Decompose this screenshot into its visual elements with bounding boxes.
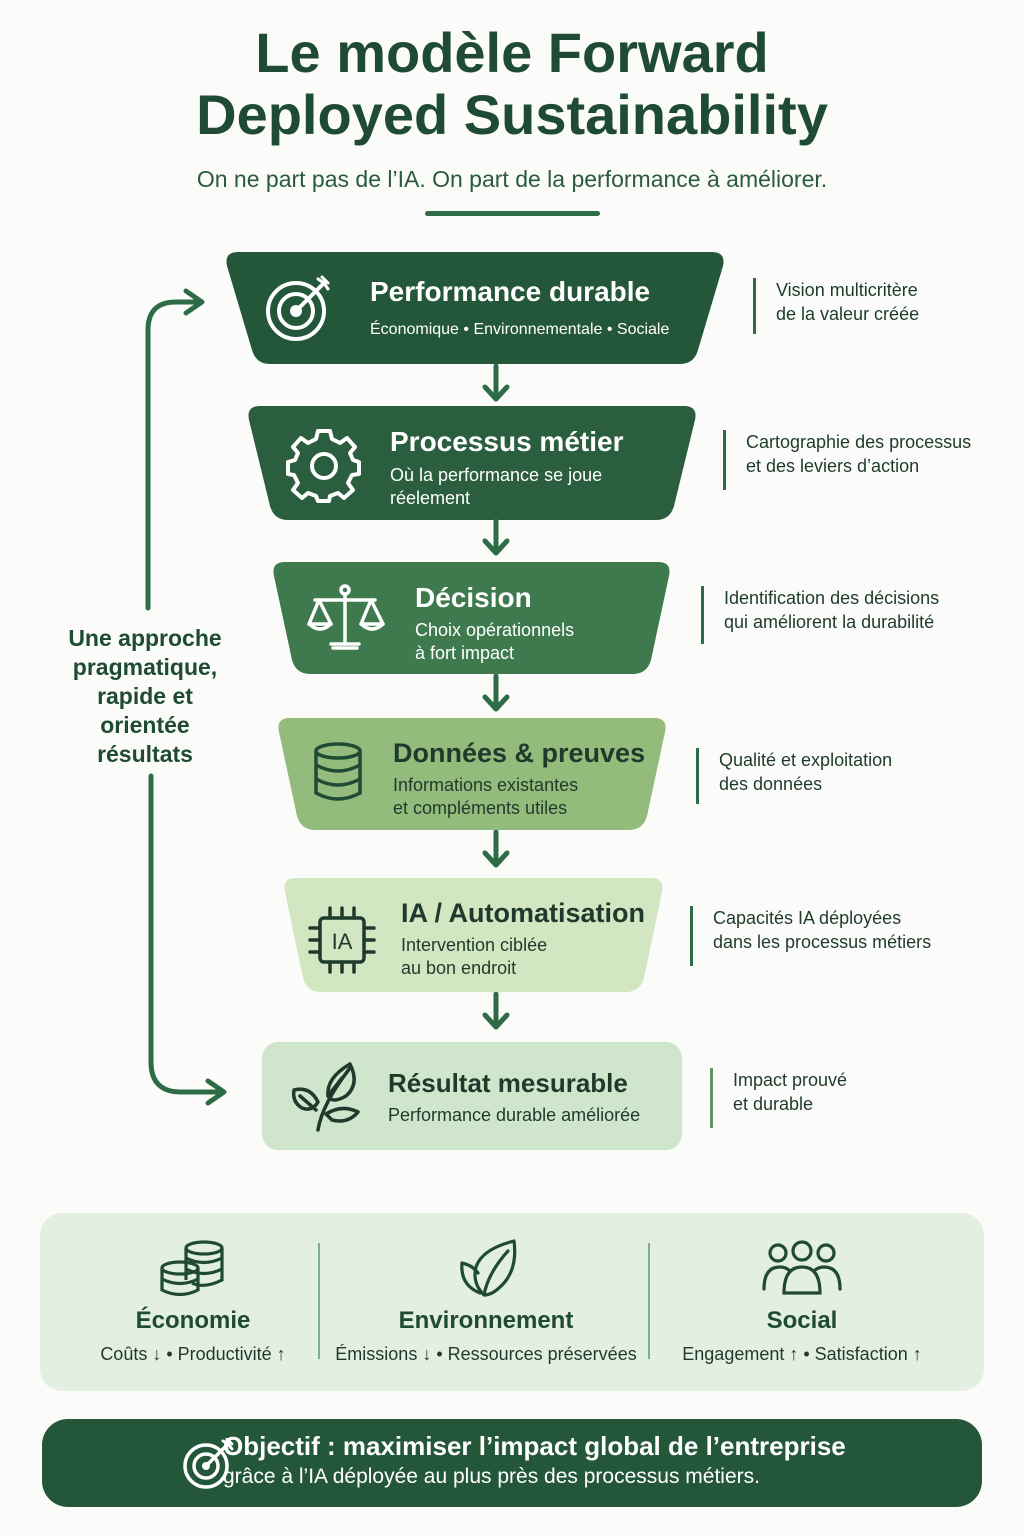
step-shape [284, 878, 663, 992]
coins-icon [160, 1240, 224, 1297]
pillar-divider [648, 1243, 650, 1359]
pillars-panel: Économie Coûts ↓ • Productivité ↑ Enviro… [40, 1213, 984, 1391]
step-resultat-mesurable: Résultat mesurable Performance durable a… [262, 1042, 682, 1150]
step-performance-durable: Performance durable Économique • Environ… [224, 252, 726, 364]
step-note: Impact prouvé et durable [710, 1068, 847, 1128]
gear-icon [286, 429, 361, 503]
pillar-title: Social [766, 1307, 838, 1334]
step-note: Identification des décisions qui amélior… [701, 586, 939, 644]
page-title-line-2: Deployed Sustainability [196, 83, 828, 146]
pillar-economie: Économie Coûts ↓ • Productivité ↑ [54, 1213, 332, 1391]
target-icon [266, 275, 330, 341]
step-subtitle: Performance durable améliorée [388, 1105, 641, 1125]
leaf-branch-icon [291, 1062, 360, 1132]
objective-title: Objectif : maximiser l’impact global de … [223, 1431, 846, 1461]
step-shape [248, 406, 696, 520]
step-shape [273, 562, 670, 674]
step-subtitle: Choix opérationnels à fort impact [415, 620, 575, 663]
step-processus-metier: Processus métier Où la performance se jo… [246, 406, 698, 520]
step-title: Processus métier [390, 426, 624, 457]
pillar-environnement: Environnement Émissions ↓ • Ressources p… [328, 1213, 644, 1391]
step-subtitle: Intervention ciblée au bon endroit [401, 935, 548, 978]
pillar-title: Environnement [398, 1307, 574, 1334]
down-arrow-icon [482, 992, 510, 1030]
pillar-subtitle: Émissions ↓ • Ressources préservées [335, 1344, 637, 1364]
approach-label: Une approche pragmatique, rapide et orie… [68, 625, 222, 767]
step-shape [226, 252, 724, 364]
pillar-subtitle: Coûts ↓ • Productivité ↑ [100, 1344, 286, 1364]
step-subtitle: Économique • Environnementale • Sociale [370, 321, 670, 338]
down-arrow-icon [482, 674, 510, 712]
step-subtitle: Informations existantes et compléments u… [393, 775, 579, 818]
step-note: Qualité et exploitation des données [696, 748, 892, 804]
page-subtitle: On ne part pas de l’IA. On part de la pe… [196, 166, 828, 192]
title-underline [425, 211, 600, 216]
step-donnees-preuves: Données & preuves Informations existante… [276, 718, 668, 830]
leaf-icon [460, 1239, 517, 1297]
down-arrow-icon [482, 364, 510, 402]
objective-banner: Objectif : maximiser l’impact global de … [42, 1419, 982, 1507]
step-ia-automatisation: IA IA / Automatisation Intervention cibl… [282, 878, 665, 992]
page-title: Le modèle Forward Deployed Sustainabilit… [0, 22, 1024, 146]
step-note: Cartographie des processus et des levier… [723, 430, 971, 490]
step-subtitle: Où la performance se joue réelement [390, 465, 603, 508]
ai-chip-icon: IA [308, 906, 376, 974]
database-icon [314, 742, 362, 801]
step-decision: Décision Choix opérationnels à fort impa… [271, 562, 672, 674]
step-title: Performance durable [370, 276, 651, 307]
down-arrow-icon [482, 518, 510, 556]
step-note: Capacités IA déployées dans les processu… [690, 906, 931, 966]
step-shape [262, 1042, 682, 1150]
pillar-title: Économie [135, 1307, 251, 1334]
step-title: IA / Automatisation [401, 898, 646, 928]
step-title: Décision [415, 582, 532, 613]
step-title: Résultat mesurable [388, 1068, 628, 1098]
step-title: Données & preuves [393, 738, 646, 768]
chip-label: IA [332, 929, 353, 954]
page-title-line-1: Le modèle Forward [255, 21, 769, 84]
step-note: Vision multicritère de la valeur créée [753, 278, 919, 334]
pillar-social: Social Engagement ↑ • Satisfaction ↑ [652, 1213, 952, 1391]
objective-subtitle: grâce à l’IA déployée au plus près des p… [223, 1465, 760, 1488]
step-shape [278, 718, 666, 830]
pillar-divider [318, 1243, 320, 1359]
down-arrow-icon [482, 830, 510, 868]
people-icon [762, 1240, 842, 1295]
scales-icon [307, 584, 385, 650]
pillar-subtitle: Engagement ↑ • Satisfaction ↑ [682, 1344, 922, 1364]
target-icon [183, 1438, 234, 1489]
